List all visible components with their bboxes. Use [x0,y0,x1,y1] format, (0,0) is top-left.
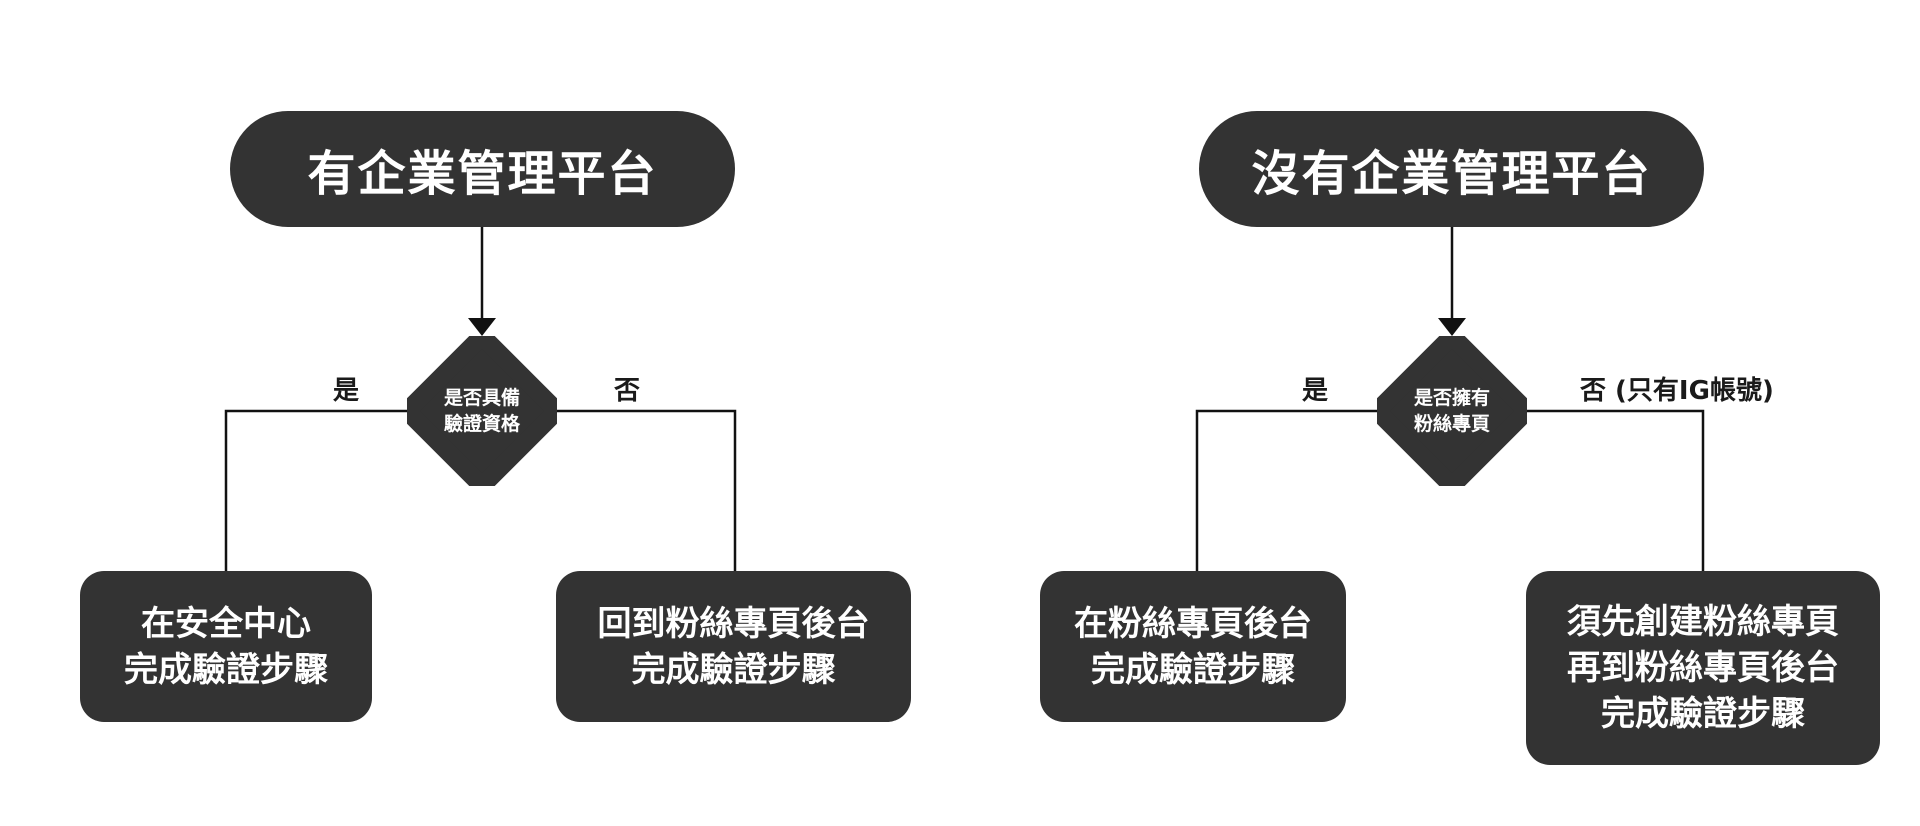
yes-result-node: 在安全中心 完成驗證步驟 [80,571,372,722]
decision-text: 是否具備 驗證資格 [443,387,520,435]
no-result-node: 須先創建粉絲專頁 再到粉絲專頁後台 完成驗證步驟 [1526,571,1880,765]
yes-label: 是 [1302,376,1329,406]
start-node-title: 有企業管理平台 [230,111,735,227]
yes-branch-line [224,409,407,571]
start-node-title: 沒有企業管理平台 [1199,111,1704,227]
yes-label: 是 [333,376,360,406]
connector-lines [224,225,737,571]
decision-diamond-shape [1377,336,1527,486]
flowchart-with-business-manager: 有企業管理平台 是否具備 驗證資格 是 否 在安全中心 完成驗證步驟 回到粉絲專… [80,111,911,722]
no-branch-line [557,409,737,571]
decision-text: 是否擁有 粉絲專頁 [1413,387,1490,435]
no-label: 否 [614,376,641,406]
yes-result-node: 在粉絲專頁後台 完成驗證步驟 [1040,571,1346,722]
flowchart-without-business-manager: 沒有企業管理平台 是否擁有 粉絲專頁 是 否 (只有IG帳號) 在粉絲專頁後台 … [960,0,1920,826]
connector-lines [1195,225,1705,571]
arrowhead-down-icon [468,318,496,336]
arrowhead-down-icon [1438,318,1466,336]
decision-diamond-shape [407,336,557,486]
no-branch-line [1527,409,1705,571]
no-label: 否 (只有IG帳號) [1580,376,1774,406]
decision-node: 是否具備 驗證資格 [407,336,557,486]
yes-branch-line [1195,409,1377,571]
decision-node: 是否擁有 粉絲專頁 [1377,336,1527,486]
no-result-node: 回到粉絲專頁後台 完成驗證步驟 [556,571,911,722]
